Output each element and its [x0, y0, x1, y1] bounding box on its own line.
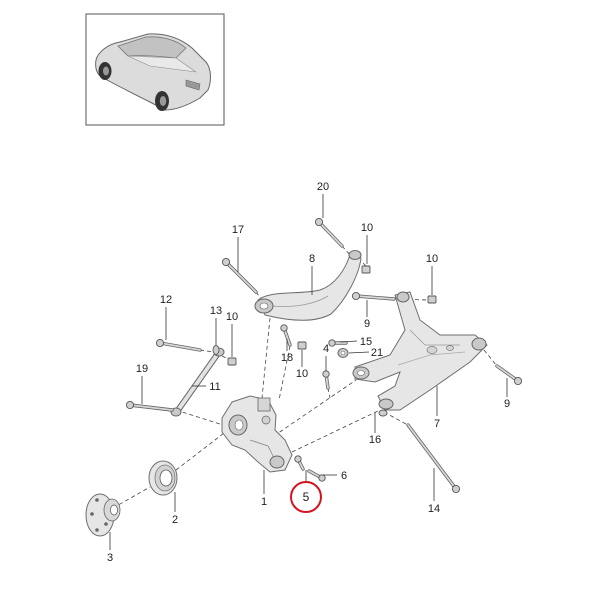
- callout-1[interactable]: 1: [261, 496, 267, 508]
- bolt-15[interactable]: [328, 339, 348, 347]
- callout-3[interactable]: 3: [107, 552, 113, 564]
- callout-16[interactable]: 16: [369, 434, 381, 446]
- callout-9-upper[interactable]: 9: [364, 318, 370, 330]
- callout-20[interactable]: 20: [317, 181, 329, 193]
- callout-8[interactable]: 8: [309, 253, 315, 265]
- assembly-axes: [112, 245, 498, 509]
- callout-6[interactable]: 6: [341, 470, 347, 482]
- callout-12[interactable]: 12: [160, 294, 172, 306]
- leader-lines: [109, 194, 508, 550]
- screw-5[interactable]: [294, 455, 305, 471]
- nut-10-lower-arm[interactable]: [427, 295, 437, 304]
- callout-10-link[interactable]: 10: [226, 311, 238, 323]
- callout-13[interactable]: 13: [210, 305, 222, 317]
- callout-9-lower[interactable]: 9: [504, 398, 510, 410]
- bolt-6[interactable]: [307, 469, 326, 482]
- nut-10-bracket[interactable]: [297, 341, 307, 350]
- callout-11[interactable]: 11: [209, 381, 220, 393]
- callout-17[interactable]: 17: [232, 224, 244, 236]
- nut-10-upper-arm[interactable]: [361, 265, 371, 274]
- callout-2[interactable]: 2: [172, 514, 178, 526]
- wheel-hub[interactable]: [85, 493, 121, 537]
- washer-16[interactable]: [378, 409, 388, 417]
- nut-10-link[interactable]: [227, 357, 237, 366]
- highlight-circle[interactable]: [290, 481, 322, 513]
- callout-19[interactable]: 19: [136, 363, 148, 375]
- callout-labels: 20 17 10 8 10 12 13 10 9 15 21 18 10 4 1…: [107, 181, 510, 564]
- trailing-link[interactable]: [170, 347, 225, 417]
- bushing-21[interactable]: [337, 348, 349, 358]
- callout-5[interactable]: 5: [303, 490, 310, 504]
- bolt-18[interactable]: [280, 324, 292, 347]
- bolt-17[interactable]: [221, 257, 258, 294]
- bolt-9-lower[interactable]: [495, 364, 523, 386]
- car-icon: [95, 33, 211, 111]
- bolt-4[interactable]: [322, 370, 330, 390]
- callout-21[interactable]: 21: [371, 347, 383, 359]
- callout-18[interactable]: 18: [281, 352, 293, 364]
- callout-10-bracket[interactable]: 10: [296, 368, 308, 380]
- callout-10-lower-arm[interactable]: 10: [426, 253, 438, 265]
- bolt-20[interactable]: [314, 217, 344, 248]
- callout-15[interactable]: 15: [360, 336, 372, 348]
- washer-13[interactable]: [212, 345, 220, 355]
- callout-7[interactable]: 7: [434, 418, 440, 430]
- callout-14[interactable]: 14: [428, 503, 440, 515]
- wheel-bearing[interactable]: [148, 460, 178, 496]
- vehicle-thumbnail[interactable]: [85, 13, 225, 126]
- upper-control-arm[interactable]: [254, 250, 362, 321]
- callout-4[interactable]: 4: [323, 343, 329, 355]
- callout-10-upper-arm[interactable]: 10: [361, 222, 373, 234]
- bolt-14[interactable]: [406, 423, 461, 494]
- bolt-12[interactable]: [155, 338, 202, 352]
- lower-control-arm[interactable]: [352, 291, 488, 411]
- bolt-19[interactable]: [125, 400, 174, 412]
- bolt-9-upper[interactable]: [351, 291, 396, 301]
- wheel-carrier[interactable]: [221, 395, 293, 473]
